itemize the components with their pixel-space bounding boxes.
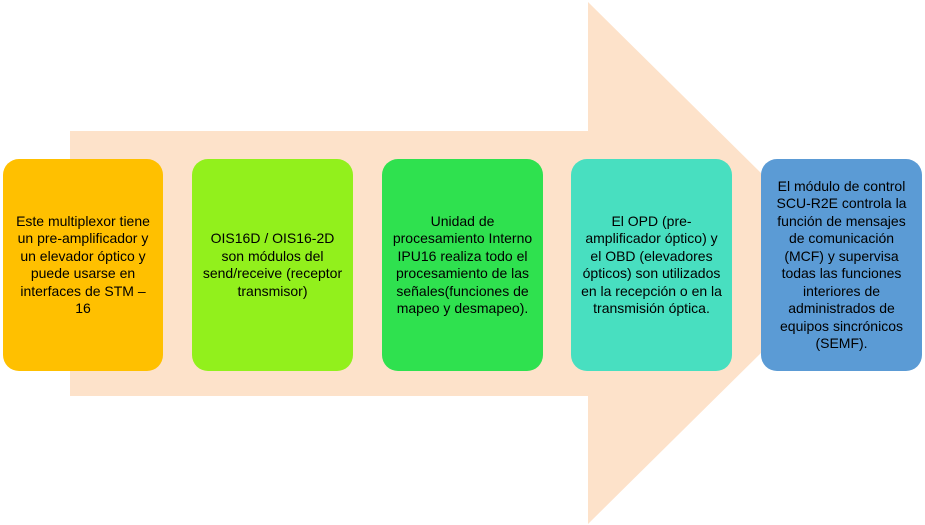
process-step-1: Este multiplexor tiene un pre-amplificad… [3, 159, 163, 371]
process-step-3-text: Unidad de procesamiento Interno IPU16 re… [392, 212, 533, 317]
process-step-2-text: OIS16D / OIS16-2D son módulos del send/r… [202, 230, 343, 299]
process-step-2: OIS16D / OIS16-2D son módulos del send/r… [192, 159, 353, 371]
process-step-5: El módulo de control SCU-R2E controla la… [761, 159, 922, 371]
process-step-3: Unidad de procesamiento Interno IPU16 re… [382, 159, 543, 371]
process-step-5-text: El módulo de control SCU-R2E controla la… [776, 177, 907, 352]
process-step-4-text: El OPD (pre-amplificador óptico) y el OB… [581, 212, 722, 317]
process-step-1-text: Este multiplexor tiene un pre-amplificad… [16, 212, 150, 317]
process-step-4: El OPD (pre-amplificador óptico) y el OB… [571, 159, 732, 371]
